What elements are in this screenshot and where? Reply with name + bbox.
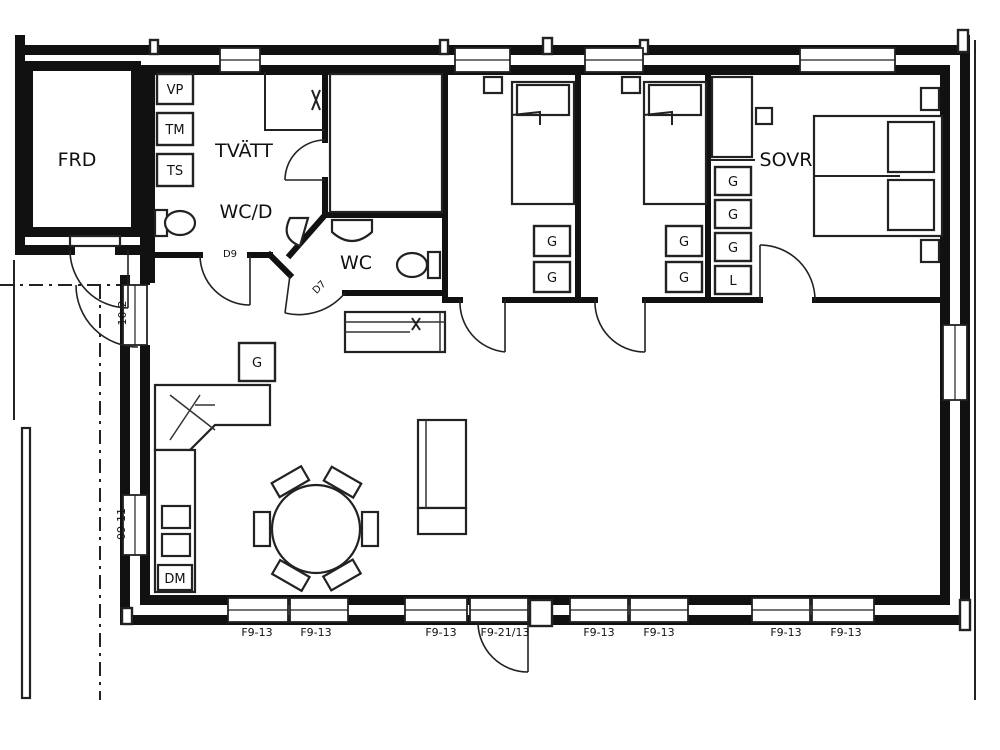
vp-label: VP: [167, 83, 184, 98]
bedroom-2: G G: [620, 75, 708, 294]
g-label-6: G: [728, 208, 738, 223]
bedroom-master: G G G L: [710, 75, 944, 296]
l-label: L: [729, 274, 737, 289]
dining-table: [252, 464, 380, 593]
window-code-1: F9-13: [241, 626, 272, 639]
doors: [68, 139, 816, 673]
g-label-3: G: [679, 235, 689, 250]
window-code-3: F9-13: [425, 626, 456, 639]
bath-fixtures: [153, 72, 447, 354]
kitchen: G DM: [153, 341, 468, 594]
window-code-2: F9-13: [300, 626, 331, 639]
door-code-d9: D9: [223, 249, 237, 260]
window-codes: F9-13 F9-13 F9-13 F9-21/13 F9-13 F9-13 F…: [241, 626, 861, 639]
windows-top: [219, 47, 896, 73]
g-label-1: G: [547, 235, 557, 250]
g-label-7: G: [728, 241, 738, 256]
g-label-kitchen: G: [252, 356, 262, 371]
wall-ticks: [120, 28, 972, 632]
window-code-6: F9-13: [643, 626, 674, 639]
window-code-7: F9-13: [770, 626, 801, 639]
ts-label: TS: [166, 164, 183, 179]
door-code-d7: D7: [311, 279, 329, 297]
room-label-wcd: WC/D: [219, 201, 272, 223]
window-code-4: F9-21/13: [481, 626, 530, 639]
window-code-8: F9-13: [830, 626, 861, 639]
g-label-5: G: [728, 175, 738, 190]
room-labels: FRD TVÄTT WC/D WC SOVR: [58, 139, 813, 274]
room-label-tvatt: TVÄTT: [214, 139, 273, 162]
room-label-frd: FRD: [58, 149, 97, 171]
windows-sides: [122, 284, 968, 556]
g-label-2: G: [547, 271, 557, 286]
g-label-4: G: [679, 271, 689, 286]
terrace-lines: [0, 40, 976, 700]
windows-bottom: [227, 597, 875, 623]
door-code-10-2: 10-2: [116, 301, 129, 326]
utility-column: VP TM TS: [155, 72, 195, 188]
window-code-5: F9-13: [583, 626, 614, 639]
dm-label: DM: [164, 572, 185, 587]
room-label-wc: WC: [340, 252, 372, 274]
door-code-09-11: 09-11: [115, 508, 128, 540]
tm-label: TM: [164, 123, 184, 138]
bedroom-1: G G: [482, 75, 576, 294]
room-label-sovr: SOVR: [760, 149, 813, 171]
interior-walls: [149, 69, 948, 303]
